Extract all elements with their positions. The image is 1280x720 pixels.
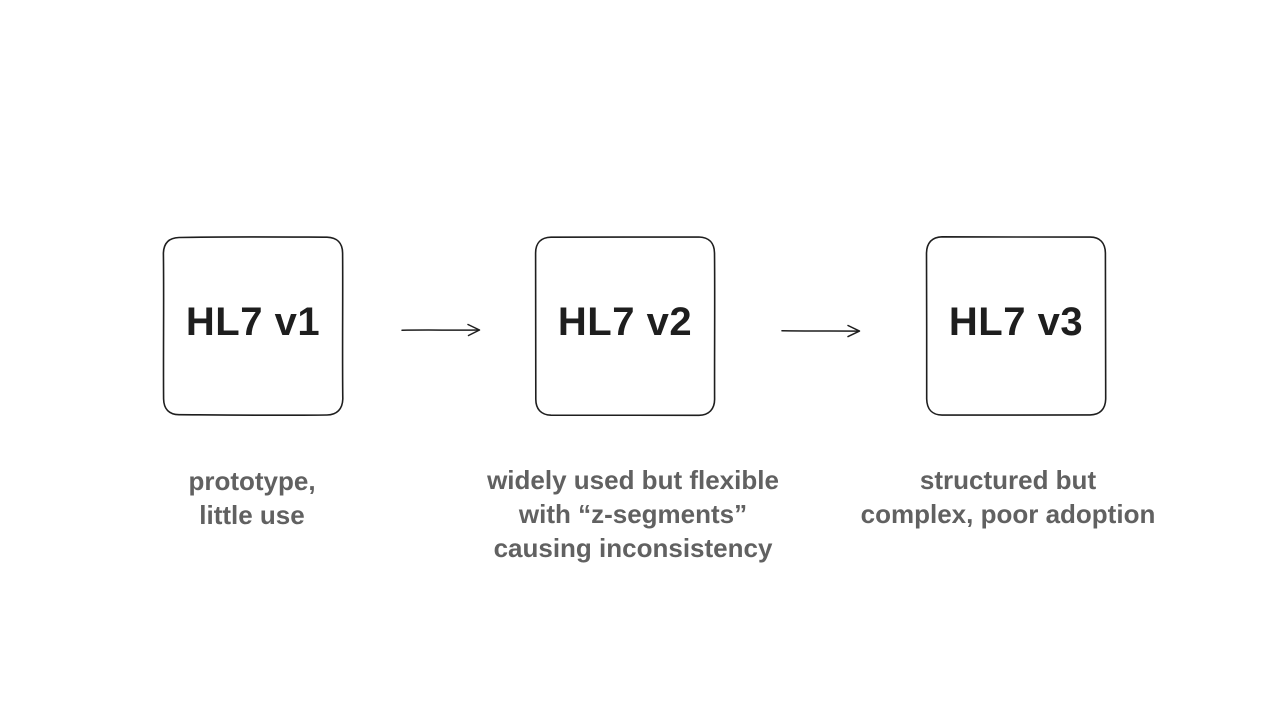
node-label: HL7 v3 xyxy=(948,299,1084,344)
caption-line: prototype, xyxy=(188,466,316,496)
arrow-v1-to-v2 xyxy=(401,323,482,337)
node-hl7-v1[interactable]: HL7 v1 xyxy=(162,236,344,417)
caption-line: causing inconsistency xyxy=(493,533,773,563)
node-box-outline xyxy=(162,236,344,417)
node-label: HL7 v2 xyxy=(557,299,693,344)
caption-hl7-v2: widely used but flexible with “z-segment… xyxy=(468,463,798,565)
caption-hl7-v3: structured but complex, poor adoption xyxy=(846,463,1170,531)
caption-line: widely used but flexible xyxy=(487,465,779,495)
arrow-v2-to-v3 xyxy=(781,324,862,338)
node-hl7-v3[interactable]: HL7 v3 xyxy=(925,236,1107,416)
caption-line: structured but xyxy=(919,465,1097,495)
node-box-outline xyxy=(534,236,716,417)
caption-line: with “z-segments” xyxy=(518,499,748,529)
node-box-outline xyxy=(925,236,1107,416)
node-hl7-v2[interactable]: HL7 v2 xyxy=(534,236,716,417)
caption-line: little use xyxy=(199,500,305,530)
caption-hl7-v1: prototype, little use xyxy=(152,464,352,532)
caption-line: complex, poor adoption xyxy=(860,499,1156,529)
node-label: HL7 v1 xyxy=(185,299,321,344)
